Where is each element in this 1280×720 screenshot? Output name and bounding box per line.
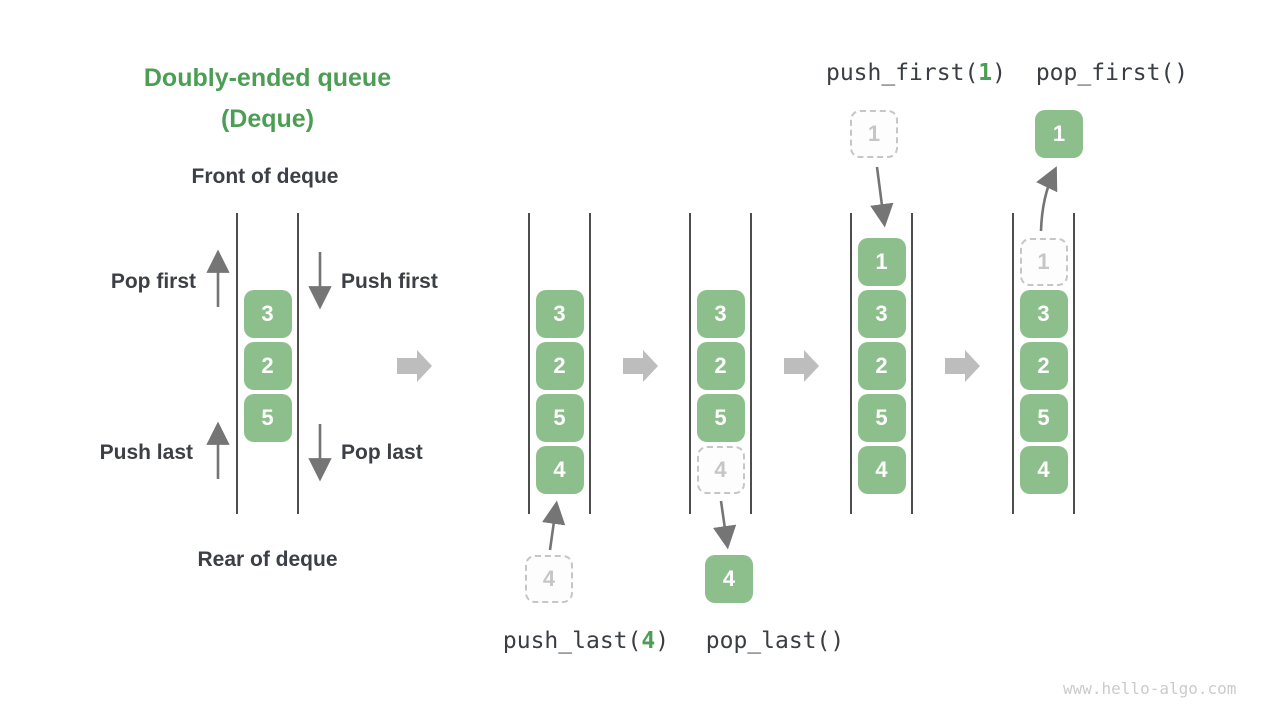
deque-cell: 1 <box>857 238 906 286</box>
code-text: ) <box>992 60 1007 86</box>
deque-cell: 3 <box>1019 290 1068 338</box>
code-arg: 1 <box>978 60 993 86</box>
deque-cell: 2 <box>243 342 292 390</box>
queue-after-pop-first: 1 3 2 5 4 <box>1012 213 1075 514</box>
deque-cell: 3 <box>243 290 292 338</box>
code-text: ) <box>655 628 670 654</box>
pop-first-code-label: pop_first() <box>987 61 1237 85</box>
code-text: push_first( <box>825 60 979 86</box>
code-text: pop_first() <box>1035 60 1189 86</box>
push-first-code-label: push_first(1) <box>791 61 1041 85</box>
push-last-label: Push last <box>99 441 193 464</box>
pop-last-code-label: pop_last() <box>650 629 900 653</box>
pop-last-label: Pop last <box>341 441 423 464</box>
front-of-deque-label: Front of deque <box>191 165 339 188</box>
deque-cell: 4 <box>535 446 584 494</box>
deque-cell: 2 <box>857 342 906 390</box>
deque-cell-ghost: 4 <box>696 446 745 494</box>
deque-cell: 5 <box>243 394 292 442</box>
pop-last-value-cell: 4 <box>705 555 753 603</box>
deque-cell: 4 <box>857 446 906 494</box>
deque-cell: 5 <box>535 394 584 442</box>
deque-cell: 5 <box>857 394 906 442</box>
push-first-ghost-cell: 1 <box>850 110 898 158</box>
rear-of-deque-label: Rear of deque <box>197 548 338 571</box>
queue-after-pop-last: 3 2 5 4 <box>689 213 752 514</box>
code-text: pop_last() <box>705 628 845 654</box>
deque-cell-ghost: 1 <box>1019 238 1068 286</box>
deque-cell: 2 <box>1019 342 1068 390</box>
diagram-title-line1: Doubly-ended queue <box>143 64 392 92</box>
step-arrow-icon <box>945 350 980 382</box>
watermark: www.hello-algo.com <box>1063 679 1237 698</box>
code-arg: 4 <box>641 628 656 654</box>
deque-cell: 3 <box>857 290 906 338</box>
queue-after-push-last: 3 2 5 4 <box>528 213 591 514</box>
queue-initial: 3 2 5 <box>236 213 299 514</box>
push-last-code-label: push_last(4) <box>461 629 711 653</box>
deque-cell: 5 <box>696 394 745 442</box>
deque-cell: 5 <box>1019 394 1068 442</box>
deque-cell: 2 <box>535 342 584 390</box>
deque-cell: 3 <box>535 290 584 338</box>
step-arrow-icon <box>784 350 819 382</box>
deque-cell: 4 <box>1019 446 1068 494</box>
pop-first-label: Pop first <box>110 270 196 293</box>
pop-first-value-cell: 1 <box>1035 110 1083 158</box>
diagram-title: Doubly-ended queue (Deque) <box>95 58 440 140</box>
code-text: push_last( <box>502 628 642 654</box>
push-last-ghost-cell: 4 <box>525 555 573 603</box>
deque-cell: 2 <box>696 342 745 390</box>
step-arrow-icon <box>397 350 432 382</box>
deque-cell: 3 <box>696 290 745 338</box>
queue-after-push-first: 1 3 2 5 4 <box>850 213 913 514</box>
diagram-title-line2: (Deque) <box>220 105 315 133</box>
push-first-label: Push first <box>341 270 438 293</box>
step-arrow-icon <box>623 350 658 382</box>
